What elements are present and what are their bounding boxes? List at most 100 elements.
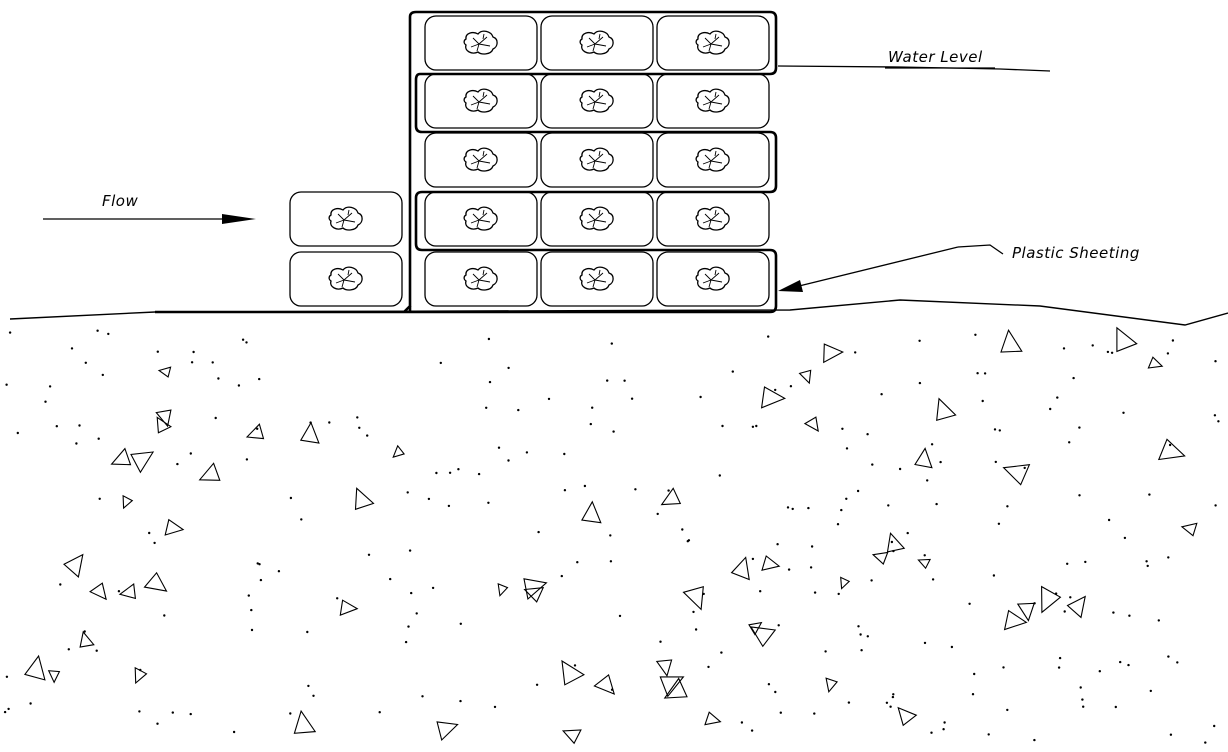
soil-dot <box>525 451 529 454</box>
soil-dot <box>507 366 510 370</box>
soil-dot <box>845 497 848 500</box>
soil-dot <box>1006 505 1009 508</box>
soil-dot <box>694 628 698 631</box>
soil-dot <box>537 530 540 534</box>
soil-dot <box>1072 376 1075 380</box>
soil-dot <box>623 379 626 382</box>
soil-dot <box>891 695 895 699</box>
soil-dot <box>1213 414 1217 417</box>
soil-dot <box>48 385 52 388</box>
soil-aggregate <box>886 532 906 553</box>
soil-dot <box>44 400 47 403</box>
soil-dot <box>930 731 933 734</box>
soil-aggregate <box>704 711 722 726</box>
sandbag <box>657 192 769 246</box>
soil-dot <box>232 730 236 734</box>
soil-dot <box>935 502 938 506</box>
soil-dot <box>389 577 392 581</box>
soil-dot <box>923 554 926 557</box>
soil-dot <box>1091 344 1094 347</box>
soil-aggregate <box>1016 602 1035 622</box>
soil-dot <box>880 393 883 396</box>
water-level-label: Water Level <box>888 48 983 66</box>
soil-dot <box>885 701 889 704</box>
soil-dot <box>1106 350 1110 354</box>
soil-aggregate <box>581 500 602 524</box>
soil-aggregate <box>936 397 957 422</box>
sandbag <box>425 252 537 306</box>
soil-dot <box>1217 420 1220 423</box>
soil-dot <box>289 712 292 715</box>
main-sandbag-stack <box>425 16 769 306</box>
soil-dot <box>847 701 851 704</box>
soil-dot <box>854 351 857 354</box>
soil-dot <box>750 729 754 732</box>
soil-dot <box>973 672 976 676</box>
soil-dot <box>857 625 860 628</box>
soil-dot <box>192 350 195 354</box>
sandbag <box>657 252 769 306</box>
soil-dot <box>487 501 490 504</box>
soil-dot <box>1033 738 1036 742</box>
soil-aggregate <box>660 487 682 506</box>
soil-aggregate <box>561 659 586 686</box>
soil-dot <box>70 347 74 350</box>
soil-dot <box>813 591 817 594</box>
soil-aggregate <box>1147 356 1164 369</box>
soil-dot <box>755 424 758 428</box>
soil-aggregate <box>134 666 148 685</box>
soil-dot <box>95 649 98 652</box>
soil-dot <box>740 721 744 724</box>
soil-aggregate <box>156 416 172 434</box>
soil-dot <box>976 372 979 375</box>
soil-aggregate <box>155 409 172 428</box>
soil-dot <box>918 381 922 385</box>
soil-dot <box>431 586 435 590</box>
soil-aggregate <box>497 583 509 597</box>
soil-dot <box>751 425 755 428</box>
soil-dot <box>1122 411 1125 414</box>
soil-dot <box>237 384 241 387</box>
sandbag <box>425 192 537 246</box>
soil-dot <box>994 460 997 464</box>
soil-aggregate <box>122 494 134 510</box>
soil-dot <box>1056 396 1059 399</box>
soil-aggregate <box>89 582 107 601</box>
soil-dot <box>189 712 192 716</box>
soil-dot <box>971 693 975 696</box>
soil-dot <box>906 531 909 535</box>
soil-aggregate <box>1002 464 1031 486</box>
soil-dot <box>117 590 121 593</box>
soil-dot <box>856 489 860 493</box>
soil-aggregate <box>293 709 317 734</box>
sandbag <box>425 16 537 70</box>
soil-dot <box>1002 666 1005 669</box>
soil-dot <box>1078 426 1081 429</box>
soil-dot <box>630 397 634 400</box>
soil-dot <box>485 406 488 409</box>
soil-dot <box>1214 504 1217 507</box>
soil-dot <box>107 332 110 336</box>
soil-dot <box>98 497 101 500</box>
soil-dot <box>245 458 249 461</box>
soil-dot <box>5 675 9 678</box>
soil-dot <box>591 406 594 409</box>
soil-dot <box>840 508 843 512</box>
plastic-sheeting-label: Plastic Sheeting <box>1012 244 1140 262</box>
soil-dot <box>1146 564 1149 568</box>
soil-dot <box>300 518 303 521</box>
soil-aggregate <box>840 576 851 590</box>
soil-dot <box>583 484 587 488</box>
sandbag <box>657 16 769 70</box>
soil-dot <box>870 579 873 582</box>
soil-dot <box>459 699 462 703</box>
sandbag <box>657 74 769 128</box>
soil-dot <box>211 361 214 364</box>
soil-aggregate <box>663 677 688 699</box>
soil-dot <box>939 460 942 464</box>
soil-dot <box>307 684 310 688</box>
soil-aggregate <box>157 366 172 378</box>
soil-aggregate <box>523 587 545 603</box>
sandbag <box>290 192 402 246</box>
soil-dot <box>898 467 902 471</box>
